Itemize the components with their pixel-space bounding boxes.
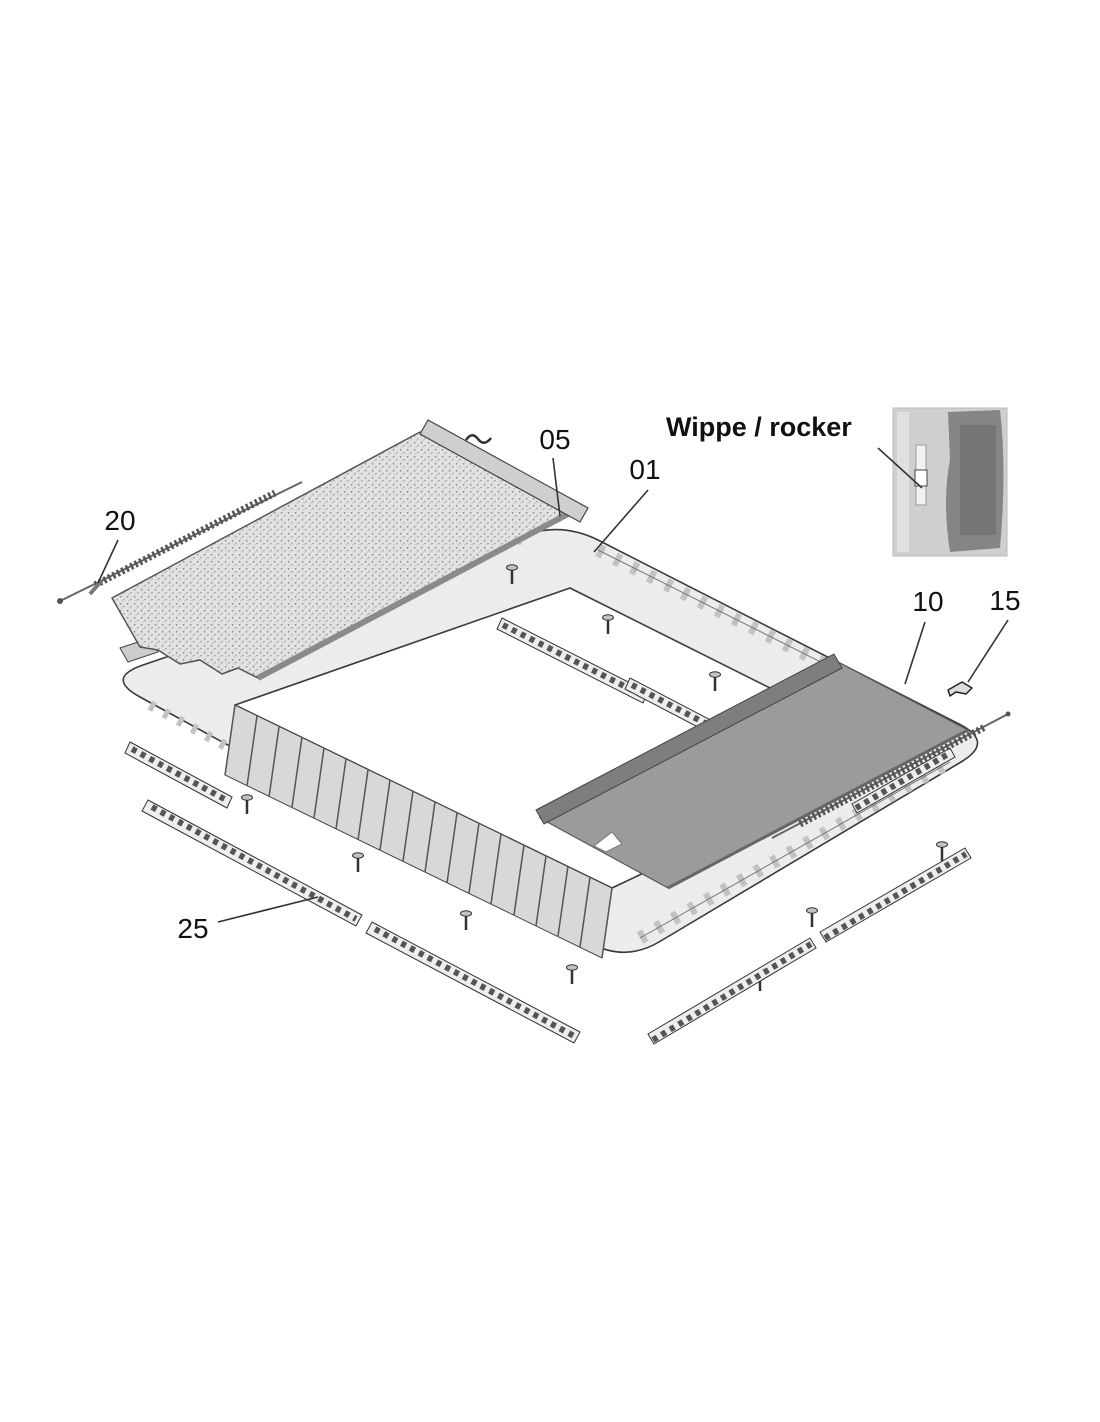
part-label-01: 01 [629, 454, 661, 485]
part-label-25: 25 [177, 913, 209, 944]
part-label-15: 15 [989, 585, 1021, 616]
leader-lines [97, 447, 1009, 923]
part-label-20: 20 [104, 505, 136, 536]
clip-15 [947, 681, 973, 697]
guide-strips-outer [124, 741, 972, 1045]
part-label-10: 10 [912, 586, 944, 617]
guide-strip-right-inner [851, 747, 956, 814]
roller-shade-panel [535, 653, 970, 890]
rocker-detail-inset [892, 407, 1008, 557]
callout-label-rocker: Wippe / rocker [666, 412, 852, 442]
top-clip [464, 434, 492, 444]
part-label-05: 05 [539, 424, 571, 455]
drive-cable-right [771, 711, 1011, 839]
sunshade-panel [111, 419, 589, 681]
sunshade-end-rail [419, 419, 589, 523]
